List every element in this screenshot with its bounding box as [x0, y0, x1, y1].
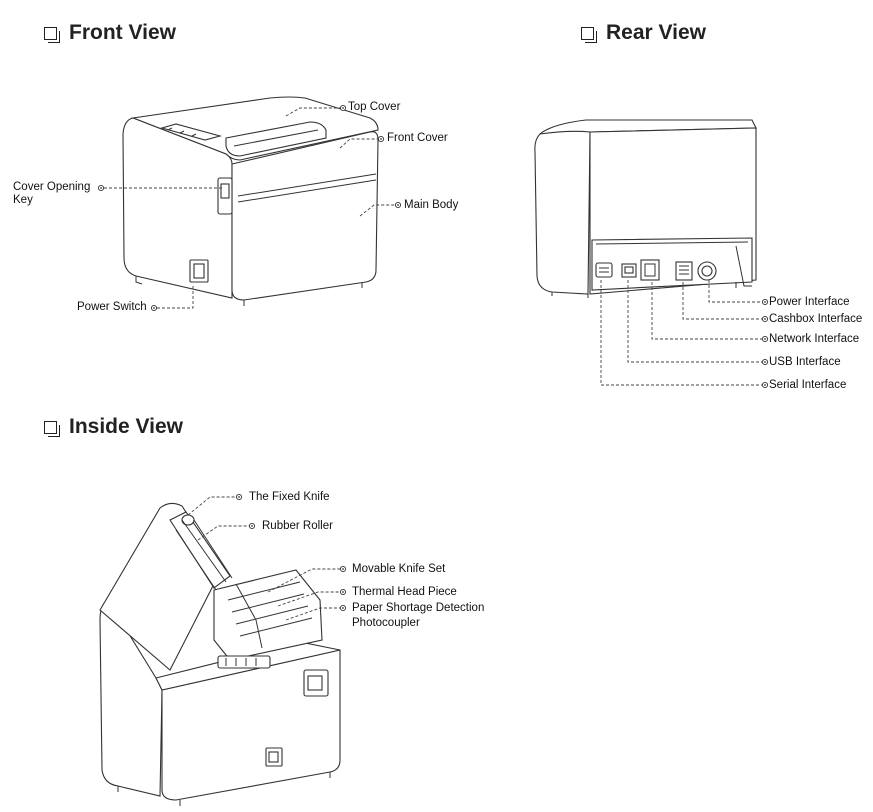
checkbox-square-icon: [581, 26, 597, 43]
power-switch-label: Power Switch: [77, 301, 147, 313]
rear-view-heading: Rear View: [581, 21, 706, 45]
front-view-heading: Front View: [44, 21, 176, 45]
serial-interface-label: Serial Interface: [769, 379, 847, 391]
movable-knife-label: Movable Knife Set: [352, 563, 446, 575]
usb-interface-label: USB Interface: [769, 356, 841, 368]
main-body-label: Main Body: [404, 199, 459, 211]
front-cover-label: Front Cover: [387, 132, 448, 144]
paper-shortage-label-line2: Photocoupler: [352, 617, 420, 629]
thermal-head-label: Thermal Head Piece: [352, 586, 457, 598]
checkbox-square-icon: [44, 26, 60, 43]
cover-opening-key-label-line1: Cover Opening: [13, 181, 91, 193]
fixed-knife-label: The Fixed Knife: [249, 491, 330, 503]
power-interface-label: Power Interface: [769, 296, 850, 308]
cashbox-interface-label: Cashbox Interface: [769, 313, 863, 325]
top-cover-label: Top Cover: [348, 101, 401, 113]
network-interface-label: Network Interface: [769, 333, 860, 345]
cover-opening-key-label-line2: Key: [13, 194, 33, 206]
front-view-title: Front View: [69, 21, 176, 44]
checkbox-square-icon: [44, 420, 60, 437]
rear-view-title: Rear View: [606, 21, 707, 44]
rubber-roller-label: Rubber Roller: [262, 520, 333, 532]
paper-shortage-label-line1: Paper Shortage Detection: [352, 602, 485, 614]
inside-view-heading: Inside View: [44, 415, 183, 439]
inside-view-title: Inside View: [69, 415, 183, 438]
